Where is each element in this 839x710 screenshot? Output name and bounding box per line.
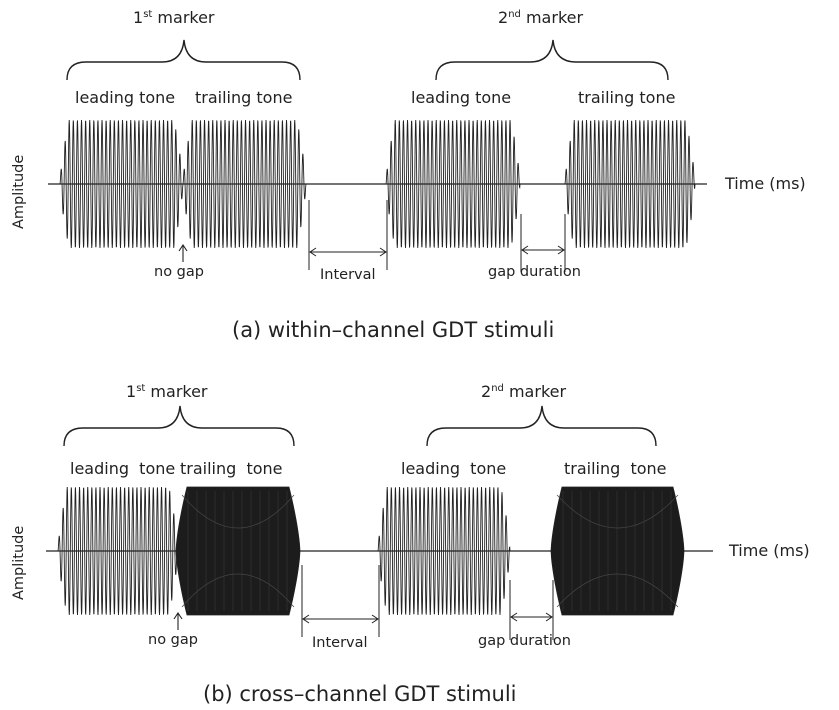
panel-b: 1st marker 2nd marker leading tone trail… bbox=[11, 382, 810, 706]
waveform-m2-leading-b bbox=[377, 487, 511, 615]
waveform-texture-curve bbox=[556, 573, 679, 608]
waveform-texture-curve bbox=[556, 494, 679, 529]
interval-annotation-b: Interval bbox=[301, 565, 380, 651]
svg-text:Interval: Interval bbox=[312, 635, 368, 651]
tone-label-m1-trailing-b: trailing tone bbox=[180, 459, 283, 478]
gap-duration-annotation-b: gap duration bbox=[478, 580, 571, 649]
tone-label-m2-leading-a: leading tone bbox=[411, 88, 511, 107]
waveform-texture-curve bbox=[181, 573, 295, 608]
waveform-m1-trailing-b bbox=[175, 486, 301, 616]
marker1-title-b: 1st marker bbox=[126, 382, 208, 401]
tone-label-m1-leading-a: leading tone bbox=[75, 88, 175, 107]
waveform-trace bbox=[385, 120, 521, 248]
marker1-brace-b bbox=[63, 405, 295, 447]
marker2-brace-a bbox=[435, 39, 669, 81]
gap-duration-annotation-a: gap duration bbox=[488, 214, 581, 280]
waveform-m2-trailing-b bbox=[550, 486, 685, 616]
svg-text:gap duration: gap duration bbox=[488, 264, 581, 280]
caption-b: (b) cross–channel GDT stimuli bbox=[203, 682, 517, 706]
waveform-dense-body bbox=[175, 486, 301, 616]
tone-label-m2-leading-b: leading tone bbox=[401, 459, 506, 478]
y-axis-label-b: Amplitude bbox=[11, 526, 27, 600]
svg-text:Interval: Interval bbox=[320, 267, 376, 283]
waveform-m2-leading-a bbox=[385, 120, 521, 248]
panel-a: 1st marker 2nd marker leading tone trail… bbox=[11, 8, 806, 342]
svg-text:no gap: no gap bbox=[154, 264, 204, 280]
waveform-trace bbox=[182, 120, 307, 248]
waveform-texture-curve bbox=[181, 494, 295, 529]
marker2-title-a: 2nd marker bbox=[498, 8, 583, 27]
tone-label-m1-leading-b: leading tone bbox=[70, 459, 175, 478]
tone-label-m1-trailing-a: trailing tone bbox=[195, 88, 292, 107]
x-axis-label-b: Time (ms) bbox=[728, 541, 810, 560]
interval-annotation-a: Interval bbox=[308, 200, 388, 283]
waveform-m1-leading-a bbox=[59, 120, 184, 248]
no-gap-annotation-b: no gap bbox=[148, 612, 198, 648]
caption-a: (a) within–channel GDT stimuli bbox=[232, 318, 554, 342]
waveform-trace bbox=[377, 487, 511, 615]
tone-label-m2-trailing-b: trailing tone bbox=[564, 459, 667, 478]
marker1-title-a: 1st marker bbox=[133, 8, 215, 27]
tone-label-m2-trailing-a: trailing tone bbox=[578, 88, 675, 107]
waveform-m1-trailing-a bbox=[182, 120, 307, 248]
x-axis-label-a: Time (ms) bbox=[724, 174, 806, 193]
waveform-trace bbox=[57, 487, 179, 615]
marker2-title-b: 2nd marker bbox=[481, 382, 566, 401]
svg-text:gap duration: gap duration bbox=[478, 633, 571, 649]
waveform-m1-leading-b bbox=[57, 487, 179, 615]
marker2-brace-b bbox=[426, 405, 657, 447]
marker1-brace-a bbox=[66, 39, 301, 81]
waveform-dense-body bbox=[550, 486, 685, 616]
waveform-m2-trailing-a bbox=[564, 120, 696, 248]
svg-text:no gap: no gap bbox=[148, 632, 198, 648]
waveform-trace bbox=[564, 120, 696, 248]
no-gap-annotation-a: no gap bbox=[154, 244, 204, 280]
y-axis-label-a: Amplitude bbox=[11, 155, 27, 229]
waveform-trace bbox=[59, 120, 184, 248]
